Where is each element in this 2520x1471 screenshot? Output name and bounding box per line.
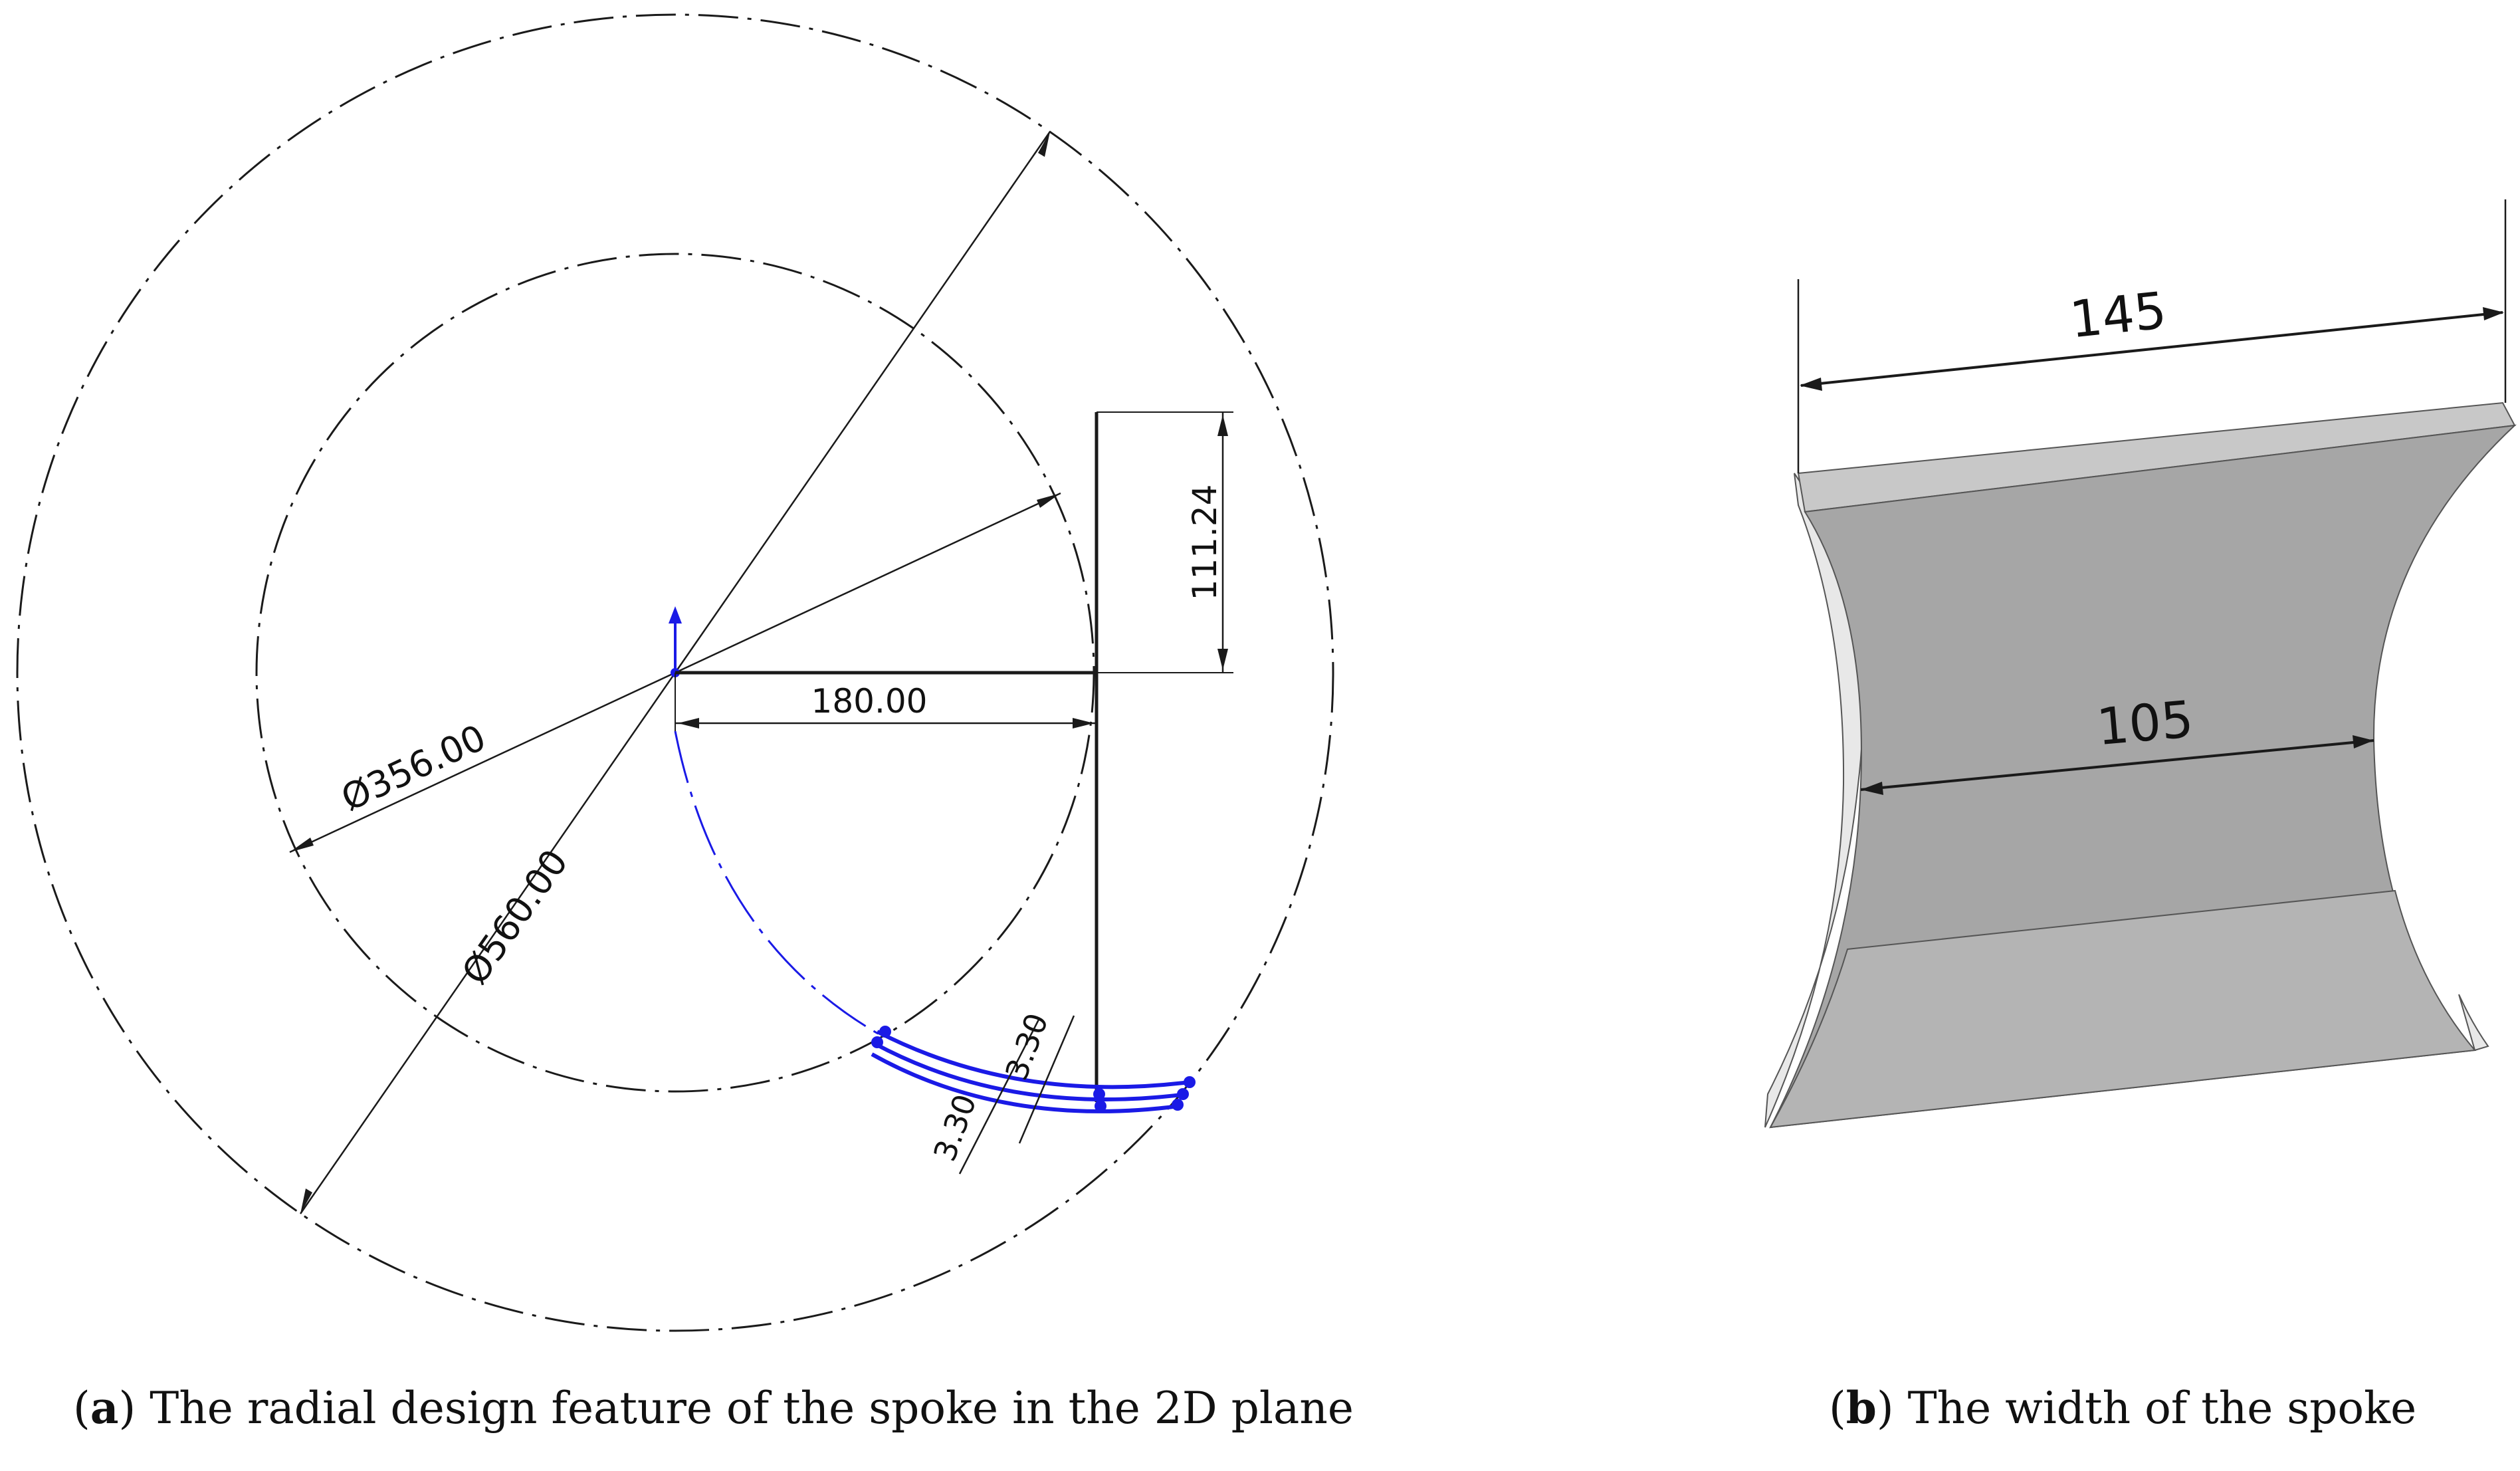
caption-b: (b) The width of the spoke — [1829, 1382, 2417, 1434]
caption-a: (a) The radial design feature of the spo… — [73, 1382, 1354, 1434]
spoke-endpoint — [1093, 1088, 1105, 1100]
top-width-arrow-left — [1800, 378, 1822, 391]
spoke-endpoint — [871, 1036, 883, 1048]
top-width-label: 145 — [2067, 281, 2169, 350]
origin-axis-y-arrow — [669, 606, 682, 623]
inner-diameter-arrow-top — [1037, 493, 1061, 508]
panel-a-sketch: Ø560.00 Ø356.00 180.00 111.24 — [16, 13, 1334, 1332]
waist-width-arrow-left — [1861, 782, 1883, 795]
vertical-dim-label: 111.24 — [1186, 485, 1224, 601]
waist-width-arrow-right — [2353, 735, 2374, 748]
spoke-endpoint — [879, 1026, 891, 1038]
spoke-lower-band — [1769, 889, 2476, 1129]
waist-width-label: 105 — [2095, 689, 2196, 756]
vertical-dim-arrow-top — [1217, 415, 1228, 436]
thickness-label-1: 3.30 — [926, 1089, 984, 1166]
spoke-endpoint — [1184, 1076, 1196, 1088]
vertical-dim-arrow-bottom — [1217, 649, 1228, 670]
thickness-leader-2 — [1018, 1015, 1075, 1144]
caption-b-text: The width of the spoke — [1907, 1383, 2417, 1434]
spoke-endpoint — [1177, 1088, 1189, 1100]
caption-b-label: b — [1845, 1382, 1877, 1434]
spoke-right-edge — [2458, 994, 2489, 1052]
outer-diameter-arrow-bottom — [300, 1188, 312, 1214]
spoke-profile-3 — [871, 1052, 1180, 1113]
thickness-leader-1 — [958, 1018, 1041, 1175]
top-width-arrow-right — [2483, 307, 2504, 320]
outer-diameter-label: Ø560.00 — [454, 842, 576, 992]
outer-diameter-arrow-top — [1038, 132, 1050, 157]
panel-b-spoke: 145 105 — [1764, 199, 2517, 1129]
spoke-endpoint — [1095, 1100, 1106, 1112]
spoke-profile-1 — [876, 1030, 1190, 1089]
horizontal-dim-label: 180.00 — [811, 682, 928, 721]
spoke-endpoint — [1172, 1099, 1184, 1111]
spoke-profile-2 — [873, 1042, 1188, 1101]
thickness-label-2: 3.30 — [998, 1008, 1055, 1085]
top-width-dim-line — [1800, 311, 2503, 387]
outer-circle — [16, 13, 1334, 1332]
spoke-guide-arc — [674, 731, 885, 1038]
inner-diameter-label: Ø356.00 — [335, 717, 492, 820]
horizontal-dim-arrow-left — [678, 718, 699, 729]
caption-a-text: The radial design feature of the spoke i… — [150, 1383, 1354, 1434]
horizontal-dim-arrow-right — [1073, 718, 1094, 729]
caption-a-label: a — [90, 1382, 119, 1434]
waist-width-dim-line — [1860, 739, 2374, 791]
inner-diameter-arrow-bottom — [290, 838, 314, 852]
